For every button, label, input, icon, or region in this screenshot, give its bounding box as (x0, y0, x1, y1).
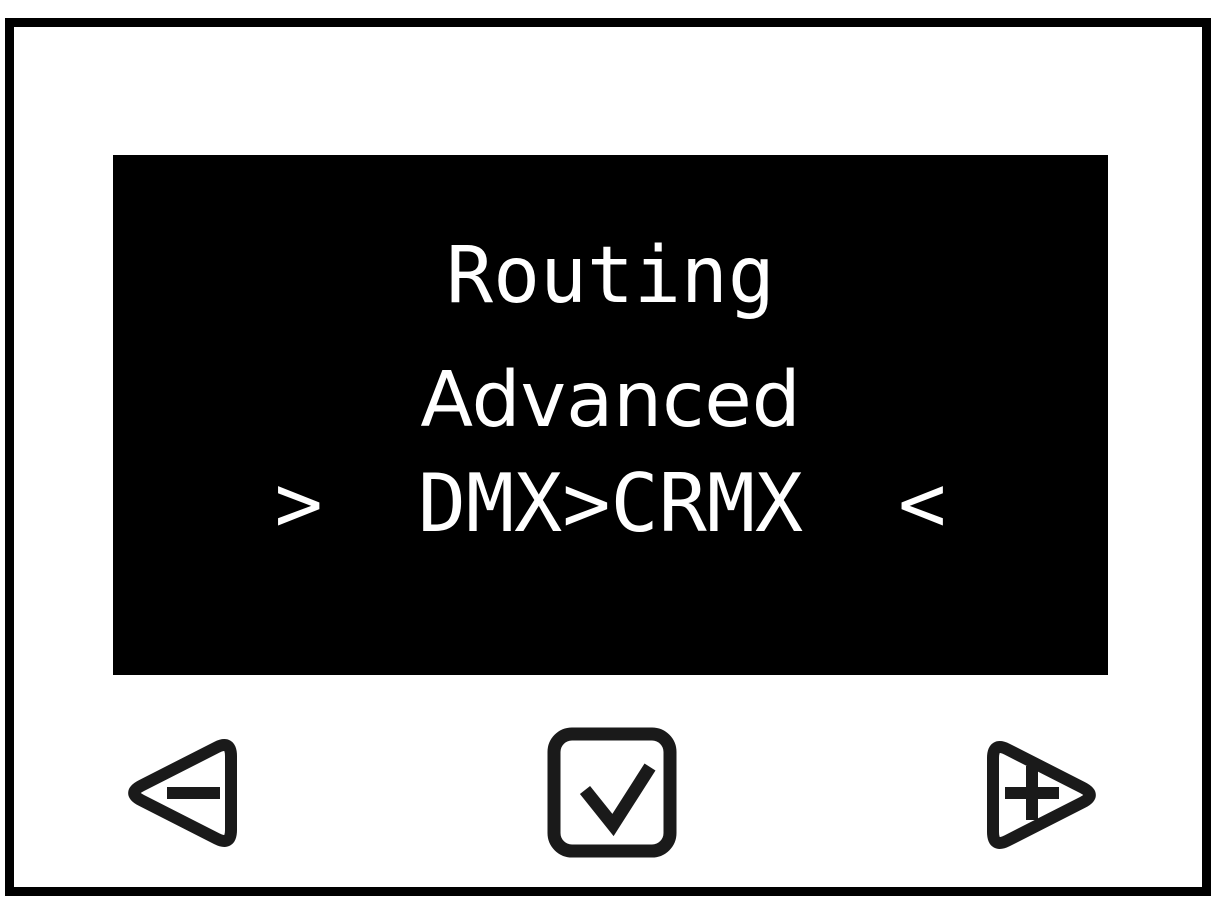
check-icon (579, 763, 656, 837)
plus-button[interactable] (986, 725, 1106, 865)
checkbox-check-icon (547, 727, 677, 858)
selector-value: DMX>CRMX (417, 457, 804, 550)
right-select-indicator: < (898, 457, 947, 550)
triangle-right-plus-icon (987, 741, 1096, 849)
minus-button[interactable] (118, 723, 238, 863)
confirm-button[interactable] (547, 726, 677, 858)
minus-icon (167, 787, 220, 799)
left-select-indicator: > (274, 457, 323, 550)
lcd-screen: Routing Advanced > DMX>CRMX < (113, 155, 1108, 675)
triangle-left-minus-icon (128, 739, 237, 847)
menu-title: Routing (446, 231, 775, 321)
value-selector: > DMX>CRMX < (113, 464, 1108, 544)
menu-item: Advanced (420, 356, 801, 445)
